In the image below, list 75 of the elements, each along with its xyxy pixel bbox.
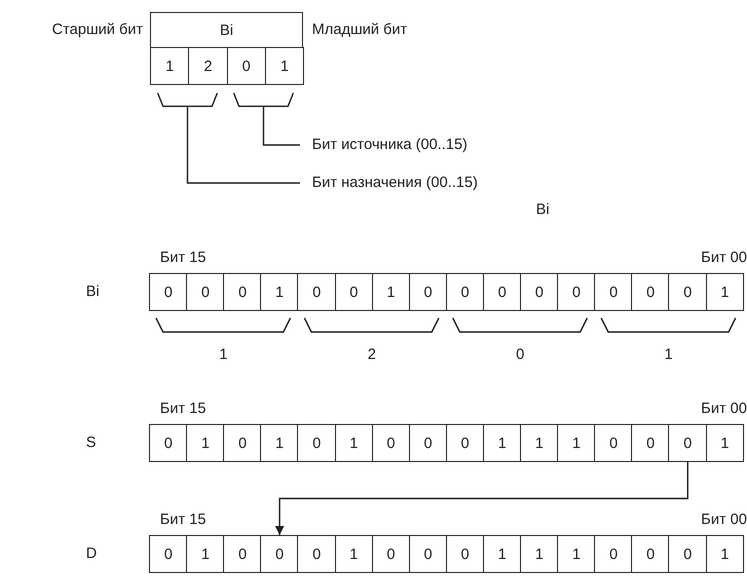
bit-number-label: Бит 15 (160, 249, 206, 267)
bit-cell: 0 (186, 273, 225, 311)
register-name: D (86, 545, 97, 563)
bit-cell: 0 (557, 273, 596, 311)
leader-text: Бит источника (00..15) (312, 136, 468, 154)
bit-number-label: Бит 15 (160, 400, 206, 418)
bit-cell: 0 (446, 535, 484, 573)
bit-cell: 0 (223, 535, 262, 573)
register-name: S (86, 434, 96, 452)
register-side-label: Старший бит (52, 21, 144, 39)
bit-cell: 0 (149, 424, 188, 462)
bit-cell: 0 (334, 273, 374, 311)
group-digit: 2 (368, 346, 376, 364)
bit-cell: 0 (223, 424, 262, 462)
bit-cell: 0 (594, 273, 633, 311)
leader-line (262, 107, 300, 146)
group-digit: 1 (664, 346, 673, 364)
bit-number-label: Бит 00 (701, 249, 747, 267)
bit-cell: 0 (223, 273, 262, 311)
bit-cell: 1 (706, 535, 744, 573)
bit-cell: 0 (631, 273, 670, 311)
bit-cell: 1 (557, 535, 596, 573)
bit-cell: 0 (408, 273, 448, 311)
bit-cell: 0 (408, 424, 448, 462)
bit-cell: 1 (482, 535, 522, 573)
bit-cell: 1 (186, 424, 225, 462)
bit-cell: 1 (260, 424, 299, 462)
bit-cell: 0 (668, 273, 707, 311)
bit-cell: 0 (149, 273, 188, 311)
register-name: Bi (536, 201, 550, 219)
bit-cell: 1 (706, 273, 744, 311)
bit-cell: 0 (594, 424, 633, 462)
digit-cell: 1 (264, 47, 304, 85)
bit-cell: 0 (372, 424, 410, 462)
bit-cell: 0 (297, 424, 336, 462)
bit-cell: 0 (631, 535, 670, 573)
bit-cell: 0 (631, 424, 670, 462)
bit-cell: 0 (446, 273, 484, 311)
group-digit: 0 (516, 346, 524, 364)
bit-number-label: Бит 15 (160, 511, 206, 529)
bit-cell: 0 (372, 535, 410, 573)
bit-number-label: Бит 00 (701, 511, 747, 529)
bit-cell: 0 (408, 535, 448, 573)
bit-cell: 1 (260, 273, 299, 311)
bit-cell: 1 (334, 424, 374, 462)
bit-cell: 0 (668, 424, 707, 462)
bracket (157, 93, 218, 107)
bit-cell: 1 (706, 424, 744, 462)
bit-cell: 0 (297, 535, 336, 573)
bit-cell: 0 (594, 535, 633, 573)
leader-text: Бит назначения (00..15) (312, 174, 478, 192)
bit-cell: 0 (520, 273, 559, 311)
leader-line (186, 107, 300, 184)
bit-cell: 0 (668, 535, 707, 573)
digit-cell: 2 (188, 47, 228, 85)
digit-cell: 1 (150, 47, 190, 85)
bit-cell: 1 (186, 535, 225, 573)
bit-cell: 1 (482, 424, 522, 462)
register-side-label: Младший бит (312, 21, 408, 39)
bit-cell: 0 (297, 273, 336, 311)
register-header: Bi (150, 12, 303, 48)
bracket (233, 93, 294, 107)
bit-cell: 0 (482, 273, 522, 311)
bit-number-label: Бит 00 (701, 400, 747, 418)
group-digit: 1 (219, 346, 228, 364)
bit-cell: 1 (334, 535, 374, 573)
arrow (275, 462, 688, 535)
bit-cell: 0 (260, 535, 299, 573)
bit-cell: 0 (446, 424, 484, 462)
bit-cell: 1 (372, 273, 410, 311)
register-name: Bi (86, 283, 100, 301)
bit-cell: 1 (520, 535, 559, 573)
bit-cell: 0 (149, 535, 188, 573)
bit-cell: 1 (557, 424, 596, 462)
bit-cell: 1 (520, 424, 559, 462)
